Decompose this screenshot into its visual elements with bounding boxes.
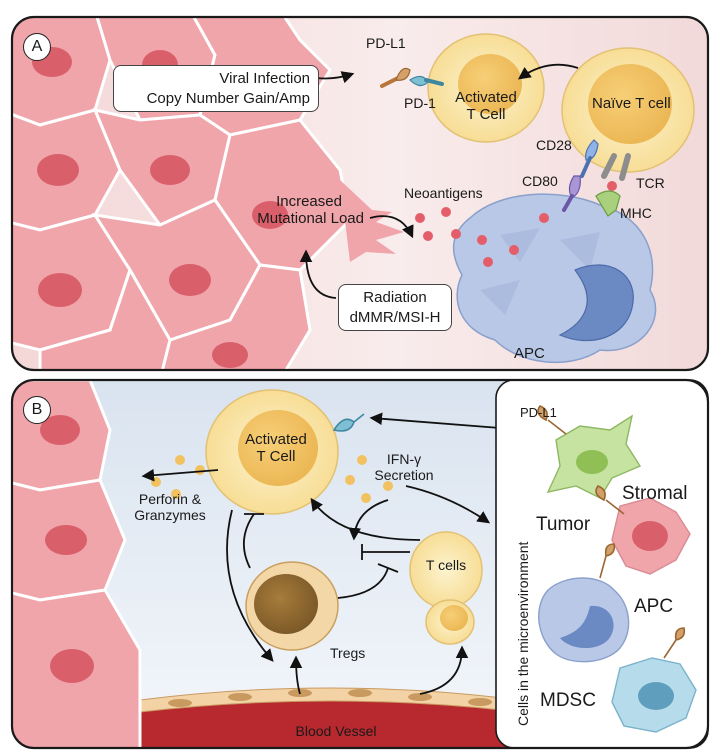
panel-a-badge: A xyxy=(23,33,51,61)
mutation-to-neoantigen-arrow xyxy=(369,215,414,239)
treg-cell xyxy=(245,561,339,651)
pd1-receptor-b xyxy=(332,413,365,432)
pdl1-label-b: PD-L1 xyxy=(520,405,557,420)
cd28-label: CD28 xyxy=(536,137,572,153)
viral-to-pdl1-arrow xyxy=(315,71,355,84)
apc-label-a: APC xyxy=(514,345,545,362)
ifn-granules xyxy=(345,455,393,503)
tregs-label: Tregs xyxy=(330,645,366,661)
apc-label-b: APC xyxy=(634,596,674,617)
cd28-cd80-pair xyxy=(562,139,599,212)
tcr-mhc-pair xyxy=(595,153,631,217)
activated-t-cell-a xyxy=(427,33,545,143)
perforin-label: Perforin &Granzymes xyxy=(134,491,206,523)
panel-b-arrows xyxy=(141,412,501,695)
panel-b xyxy=(10,378,710,750)
naive-t-cell-label: Naïve T cell xyxy=(592,95,671,112)
radiation-to-mutation-arrow xyxy=(299,249,337,299)
activation-arrow xyxy=(517,63,579,80)
blood-vessel xyxy=(139,687,521,748)
neoantigens-label: Neoantigens xyxy=(404,185,483,201)
cd80-label: CD80 xyxy=(522,173,558,189)
pd1-label-a: PD-1 xyxy=(404,95,436,111)
t-cells-label: T cells xyxy=(425,557,467,573)
stromal-cell xyxy=(537,405,642,499)
blood-vessel-label: Blood Vessel xyxy=(295,723,377,739)
mhc-label: MHC xyxy=(620,205,652,221)
tumor-label: Tumor xyxy=(536,514,591,535)
pdl1-label-a: PD-L1 xyxy=(366,35,406,51)
neoantigen-dots xyxy=(415,207,549,267)
tumor-nuclei-b xyxy=(40,415,94,683)
mdsc-label: MDSC xyxy=(540,690,596,711)
microenvironment-title: Cells in the microenvironment xyxy=(515,541,531,726)
t-cells-pair xyxy=(409,531,483,645)
micro-apc-cell xyxy=(538,543,630,663)
stromal-label: Stromal xyxy=(622,483,688,504)
panel-b-badge: B xyxy=(23,396,51,424)
tumor-spike xyxy=(340,180,404,262)
micro-tumor-cell xyxy=(595,485,691,575)
apc-cell-a xyxy=(452,193,657,364)
pdl1-pd1-pair-a xyxy=(380,67,444,88)
tcr-label: TCR xyxy=(636,175,665,191)
activated-t-cell-b xyxy=(205,389,339,515)
tumor-tissue-a xyxy=(12,17,404,370)
mdsc-cell xyxy=(611,627,697,733)
